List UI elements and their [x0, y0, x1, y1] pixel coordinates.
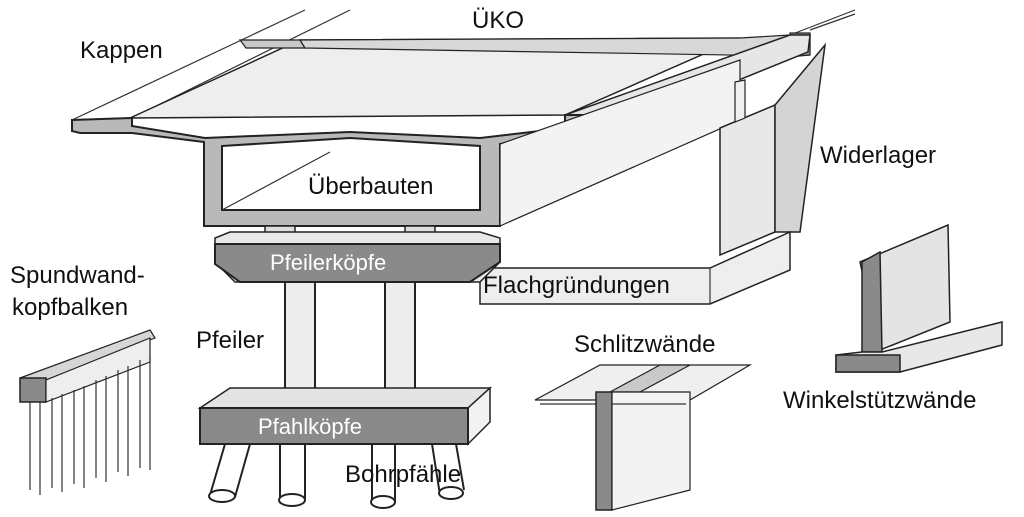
- label-uko: ÜKO: [472, 7, 524, 34]
- l-wall-stem-front: [861, 250, 883, 353]
- bored-pile-3: [371, 444, 396, 502]
- bored-pile-1: [209, 443, 251, 498]
- l-wall-base-front: [835, 354, 901, 373]
- label-spundwand-line1: Spundwand-: [10, 262, 145, 289]
- sheet-pile-cap-front: [19, 377, 47, 403]
- cell-inner-edge: [221, 151, 331, 211]
- deck-edge-left-back: [71, 9, 306, 121]
- abutment: [479, 42, 827, 305]
- pile-cap-top: [197, 387, 492, 409]
- deck-edge-right-back: [789, 9, 856, 36]
- diaphragm-wall: [534, 364, 753, 511]
- bored-pile-4: [431, 443, 465, 496]
- label-bohrpfaehle: Bohrpfähle: [345, 461, 461, 488]
- pier-head: [214, 243, 501, 283]
- diaphragm-wall-side: [611, 391, 691, 511]
- cap-edge-right-back: [809, 13, 856, 31]
- label-schlitzwaende: Schlitzwände: [574, 331, 715, 358]
- abutment-backwall: [734, 79, 746, 123]
- bored-pile-4-end: [438, 486, 464, 500]
- label-kappen: Kappen: [80, 37, 163, 64]
- pier-column-right: [384, 281, 416, 401]
- box-girder-cell: [221, 136, 481, 211]
- label-flachgruendungen: Flachgründungen: [483, 272, 670, 299]
- cantilever-retaining-wall: [835, 223, 1003, 373]
- sheet-pile-profiles: [29, 356, 151, 495]
- abutment-wing: [774, 42, 827, 233]
- bored-pile-3-end: [370, 495, 396, 509]
- pier-column-left: [284, 281, 316, 401]
- kappe-back-left: [238, 39, 307, 49]
- label-pfeilerkoepfe: Pfeilerköpfe: [270, 250, 386, 275]
- bridge-superstructure: [71, 9, 856, 237]
- diaphragm-wall-front: [595, 391, 613, 511]
- label-ueberbauten: Überbauten: [308, 173, 433, 200]
- labels: ÜKO Kappen Widerlager Überbauten Pfeiler…: [10, 7, 976, 488]
- label-winkelstuetzwaende: Winkelstützwände: [783, 387, 976, 414]
- sheet-pile-wall: [19, 329, 156, 495]
- bored-pile-2: [279, 444, 306, 500]
- label-widerlager: Widerlager: [820, 142, 936, 169]
- label-pfahlkoepfe: Pfahlköpfe: [258, 414, 362, 439]
- bored-pile-1-end: [208, 489, 236, 503]
- label-pfeiler: Pfeiler: [196, 327, 264, 354]
- label-spundwand-line2: kopfbalken: [12, 294, 128, 321]
- pile-cap: [199, 407, 469, 445]
- abutment-front: [719, 103, 776, 257]
- bored-pile-2-end: [278, 493, 306, 507]
- pier-assembly: [197, 231, 501, 509]
